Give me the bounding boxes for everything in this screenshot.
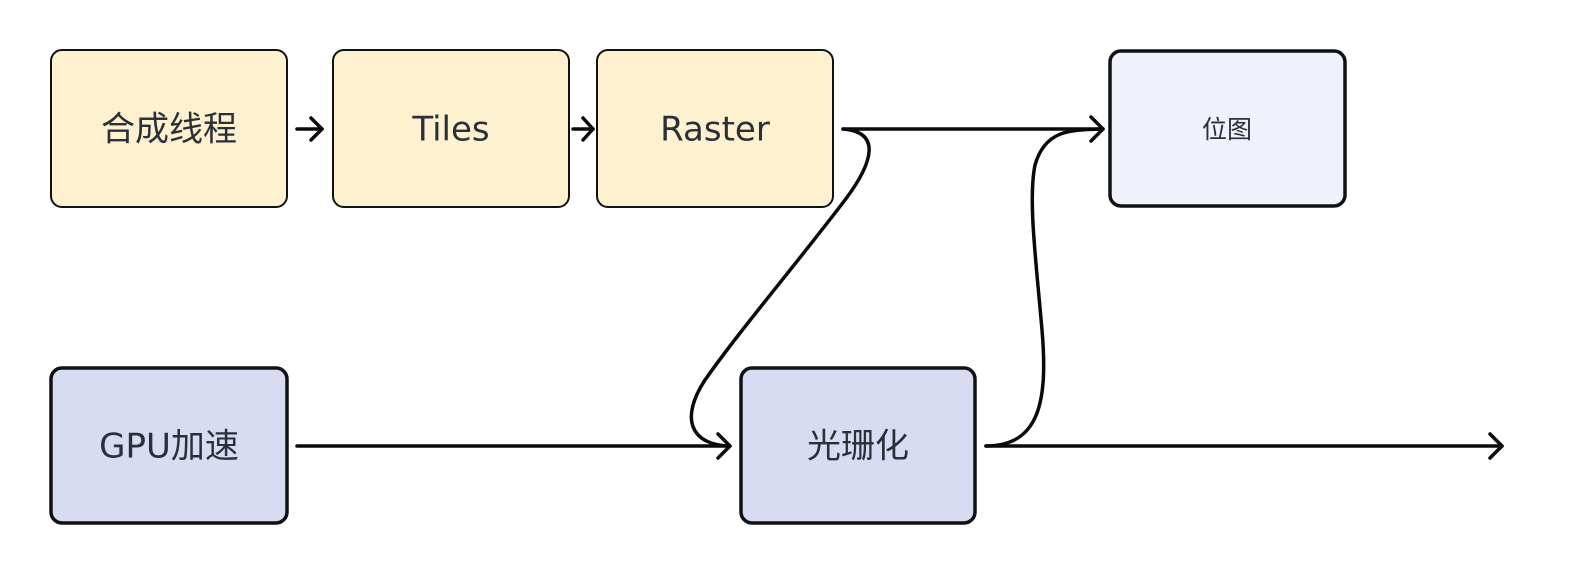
- edge-rasterize-to-bitmap: [984, 127, 1102, 448]
- edge-raster-to-rasterize: [689, 127, 871, 448]
- arrowhead-rasterize: [716, 432, 732, 460]
- arrowhead-tiles: [309, 116, 324, 142]
- node-gpu-label: GPU加速: [99, 427, 239, 467]
- arrowhead-raster: [581, 116, 595, 142]
- node-gpu[interactable]: GPU加速: [49, 366, 289, 525]
- node-tiles[interactable]: Tiles: [332, 49, 570, 208]
- node-raster-label: Raster: [660, 110, 770, 150]
- node-rasterize-label: 光珊化: [807, 427, 909, 467]
- node-tiles-label: Tiles: [411, 110, 489, 150]
- node-compositor[interactable]: 合成线程: [50, 49, 288, 208]
- node-bitmap[interactable]: 位图: [1108, 49, 1347, 208]
- node-raster[interactable]: Raster: [596, 49, 834, 208]
- arrowhead-bitmap: [1089, 115, 1105, 143]
- node-rasterize[interactable]: 光珊化: [739, 366, 977, 525]
- node-compositor-label: 合成线程: [101, 110, 237, 150]
- edges: [295, 115, 1504, 460]
- arrowhead-output: [1488, 432, 1504, 460]
- node-bitmap-label: 位图: [1202, 115, 1252, 144]
